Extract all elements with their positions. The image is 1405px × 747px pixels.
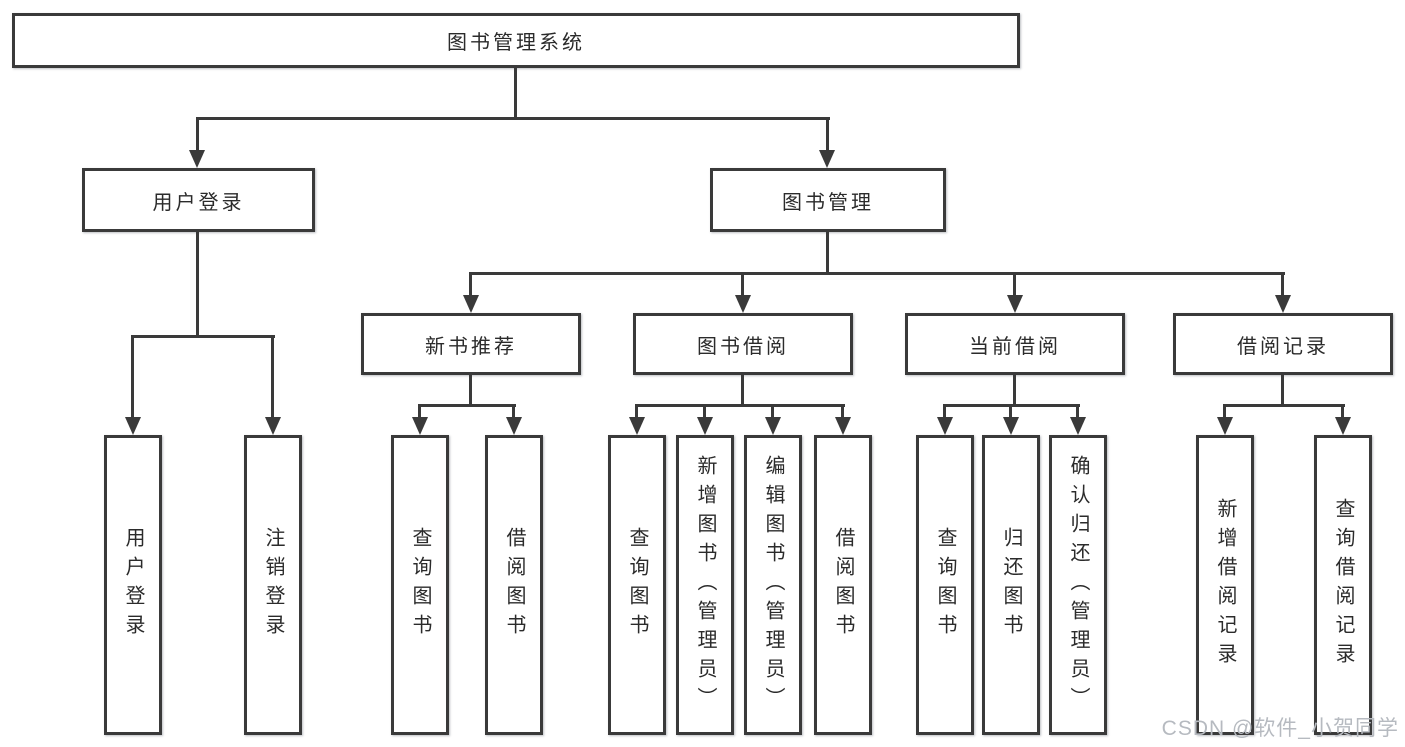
connector-stem <box>741 272 744 297</box>
leaf-logout: 注销登录 <box>244 435 302 735</box>
connector-recommend-stub <box>469 375 472 407</box>
arrow-down-icon <box>1275 295 1291 313</box>
connector-stem <box>943 404 946 419</box>
connector-stem <box>512 404 515 419</box>
connector-book-branch-stub <box>826 232 829 274</box>
arrow-down-icon <box>1335 417 1351 435</box>
connector-records-hline <box>1223 404 1345 407</box>
connector-stem <box>771 404 774 419</box>
connector-user-login-stem <box>196 117 199 152</box>
connector-stem <box>1341 404 1344 419</box>
arrow-down-icon <box>937 417 953 435</box>
arrow-down-icon <box>1217 417 1233 435</box>
leaf-query-books-recommend: 查询图书 <box>391 435 449 735</box>
leaf-borrow-books-recommend-label: 借阅图书 <box>503 527 525 643</box>
csdn-watermark: CSDN @软件_小贺同学 <box>1161 717 1399 740</box>
leaf-edit-book-admin-label: 编辑图书（管理员） <box>762 454 784 716</box>
arrow-down-icon <box>463 295 479 313</box>
node-current-borrowing: 当前借阅 <box>905 313 1125 375</box>
node-user-login: 用户登录 <box>82 168 315 232</box>
connector-stem <box>469 272 472 297</box>
leaf-borrow-books-borrowing: 借阅图书 <box>814 435 872 735</box>
connector-borrowing-hline <box>635 404 845 407</box>
arrow-down-icon <box>1070 417 1086 435</box>
arrow-down-icon <box>1003 417 1019 435</box>
connector-user-branch-hline <box>131 335 275 338</box>
node-borrowing-records-label: 借阅记录 <box>1237 335 1329 358</box>
connector-stem <box>841 404 844 419</box>
connector-stem <box>1013 272 1016 297</box>
leaf-add-borrow-record: 新增借阅记录 <box>1196 435 1254 735</box>
leaf-query-books-borrowing: 查询图书 <box>608 435 666 735</box>
node-book-borrowing-label: 图书借阅 <box>697 335 789 358</box>
arrow-down-icon <box>1007 295 1023 313</box>
connector-level3-hline <box>469 272 1285 275</box>
connector-book-mgmt-stem <box>826 117 829 152</box>
arrow-down-icon <box>125 417 141 435</box>
arrow-down-icon <box>735 295 751 313</box>
connector-stem <box>131 335 134 417</box>
leaf-add-book-admin: 新增图书（管理员） <box>676 435 734 735</box>
connector-stem <box>1009 404 1012 419</box>
leaf-borrow-books-recommend: 借阅图书 <box>485 435 543 735</box>
leaf-return-books: 归还图书 <box>982 435 1040 735</box>
node-current-borrowing-label: 当前借阅 <box>969 335 1061 358</box>
connector-current-stub <box>1013 375 1016 406</box>
leaf-user-login: 用户登录 <box>104 435 162 735</box>
arrow-down-icon <box>835 417 851 435</box>
node-new-book-recommendation: 新书推荐 <box>361 313 581 375</box>
connector-borrowing-stub <box>741 375 744 406</box>
leaf-query-books-current-label: 查询图书 <box>934 527 956 643</box>
connector-records-stub <box>1281 375 1284 407</box>
connector-stem <box>418 404 421 419</box>
leaf-user-login-label: 用户登录 <box>122 527 144 643</box>
node-borrowing-records: 借阅记录 <box>1173 313 1393 375</box>
connector-user-branch-stub <box>196 232 199 338</box>
leaf-borrow-books-borrowing-label: 借阅图书 <box>832 527 854 643</box>
connector-recommend-hline <box>418 404 516 407</box>
node-book-management-label: 图书管理 <box>782 191 874 214</box>
arrow-down-icon <box>412 417 428 435</box>
arrow-down-icon <box>265 417 281 435</box>
leaf-query-books-borrowing-label: 查询图书 <box>626 527 648 643</box>
connector-stem <box>703 404 706 419</box>
arrow-down-icon <box>629 417 645 435</box>
leaf-query-books-current: 查询图书 <box>916 435 974 735</box>
node-book-borrowing: 图书借阅 <box>633 313 853 375</box>
leaf-edit-book-admin: 编辑图书（管理员） <box>744 435 802 735</box>
node-root: 图书管理系统 <box>12 13 1020 68</box>
node-new-book-recommendation-label: 新书推荐 <box>425 335 517 358</box>
leaf-query-borrow-record-label: 查询借阅记录 <box>1332 498 1354 672</box>
node-root-label: 图书管理系统 <box>447 32 585 54</box>
arrow-down-icon <box>189 150 205 168</box>
leaf-add-borrow-record-label: 新增借阅记录 <box>1214 498 1236 672</box>
leaf-query-books-recommend-label: 查询图书 <box>409 527 431 643</box>
connector-stem <box>1223 404 1226 419</box>
leaf-query-borrow-record: 查询借阅记录 <box>1314 435 1372 735</box>
connector-root-stub <box>514 68 517 118</box>
node-user-login-label: 用户登录 <box>152 191 245 214</box>
arrow-down-icon <box>506 417 522 435</box>
connector-stem <box>1076 404 1079 419</box>
leaf-add-book-admin-label: 新增图书（管理员） <box>694 454 716 716</box>
arrow-down-icon <box>819 150 835 168</box>
arrow-down-icon <box>765 417 781 435</box>
leaf-logout-label: 注销登录 <box>262 527 284 643</box>
leaf-confirm-return-admin-label: 确认归还（管理员） <box>1067 454 1089 716</box>
connector-level2-hline <box>196 117 830 120</box>
connector-stem <box>1281 272 1284 297</box>
leaf-return-books-label: 归还图书 <box>1000 527 1022 643</box>
arrow-down-icon <box>697 417 713 435</box>
connector-stem <box>635 404 638 419</box>
leaf-confirm-return-admin: 确认归还（管理员） <box>1049 435 1107 735</box>
node-book-management: 图书管理 <box>710 168 946 232</box>
connector-stem <box>271 335 274 417</box>
